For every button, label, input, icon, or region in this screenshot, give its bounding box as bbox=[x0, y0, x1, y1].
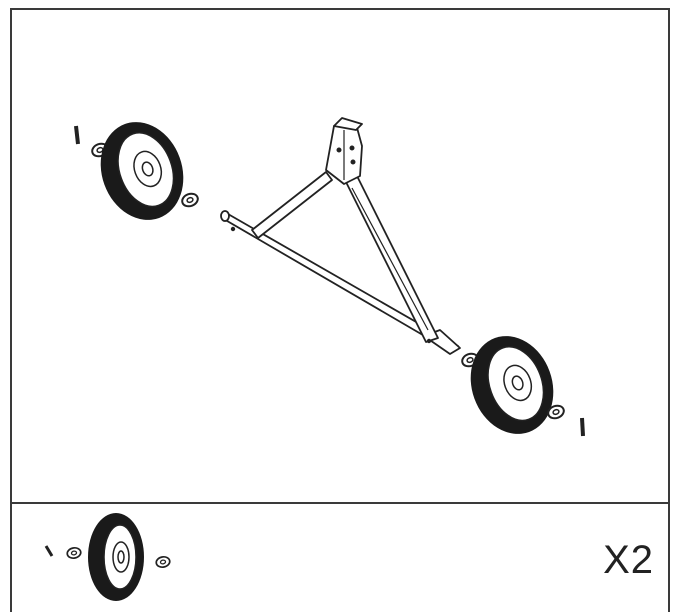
axle-pin-icon bbox=[580, 417, 585, 437]
wheel-icon bbox=[88, 513, 144, 601]
wheel-icon bbox=[470, 336, 554, 434]
right-wheel-assembly bbox=[459, 336, 585, 437]
washer-icon bbox=[154, 554, 172, 570]
wheel-icon bbox=[100, 122, 184, 220]
axle-pin-icon bbox=[44, 545, 54, 557]
axle-pin-icon bbox=[74, 125, 80, 145]
a-frame-stand bbox=[220, 117, 461, 355]
quantity-label: X2 bbox=[603, 538, 654, 582]
left-wheel-assembly bbox=[74, 122, 201, 220]
parts-wheel-kit bbox=[44, 513, 172, 601]
washer-icon bbox=[65, 545, 83, 561]
washer-icon bbox=[179, 190, 201, 210]
assembly-diagram-panel bbox=[10, 8, 670, 504]
